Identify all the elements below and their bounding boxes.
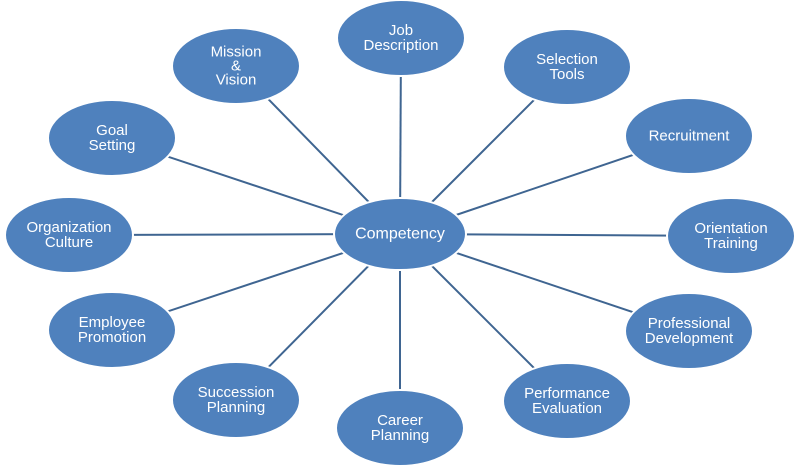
node-ellipse	[502, 28, 632, 106]
node-recruitment: Recruitment	[624, 97, 754, 175]
node-ellipse	[47, 291, 177, 369]
node-label-line: Professional	[648, 315, 731, 332]
node-label-line: Training	[704, 235, 758, 252]
node-competency-center: Competency	[333, 197, 467, 271]
node-label-line: Employee	[79, 314, 146, 331]
node-label-line: Mission	[211, 44, 262, 61]
node-ellipse	[171, 27, 301, 105]
node-ellipse	[335, 389, 465, 467]
node-label-line: Development	[645, 330, 734, 347]
node-label-line: Job	[389, 22, 413, 39]
node-ellipse	[4, 196, 134, 274]
node-label-line: Recruitment	[649, 128, 731, 145]
node-label-line: Evaluation	[532, 400, 602, 417]
node-label-line: Succession	[198, 384, 275, 401]
node-label-line: Career	[377, 412, 423, 429]
node-ellipse	[502, 362, 632, 440]
node-label-line: Culture	[45, 234, 93, 251]
node-label-line: Selection	[536, 51, 598, 68]
node-label-line: Orientation	[694, 220, 767, 237]
node-ellipse	[171, 361, 301, 439]
node-label-line: &	[231, 58, 241, 75]
node-label-line: Description	[363, 37, 438, 54]
node-label-line: Organization	[26, 219, 111, 236]
node-mission-vision: Mission&Vision	[171, 27, 301, 105]
node-ellipse	[624, 292, 754, 370]
node-label-line: Performance	[524, 385, 610, 402]
node-ellipse	[47, 99, 177, 177]
node-label-line: Vision	[216, 72, 257, 89]
outer-nodes: JobDescriptionSelectionToolsRecruitmentO…	[4, 0, 796, 467]
node-label-line: Tools	[549, 66, 584, 83]
node-label-line: Setting	[89, 137, 136, 154]
node-ellipse	[624, 97, 754, 175]
center-label: Competency	[355, 226, 445, 243]
node-label-line: Promotion	[78, 329, 146, 346]
node-ellipse	[336, 0, 466, 77]
node-ellipse	[666, 197, 796, 275]
node-label-line: Planning	[371, 427, 429, 444]
node-label-line: Planning	[207, 399, 265, 416]
node-label-line: Goal	[96, 122, 128, 139]
center-ellipse	[333, 197, 467, 271]
